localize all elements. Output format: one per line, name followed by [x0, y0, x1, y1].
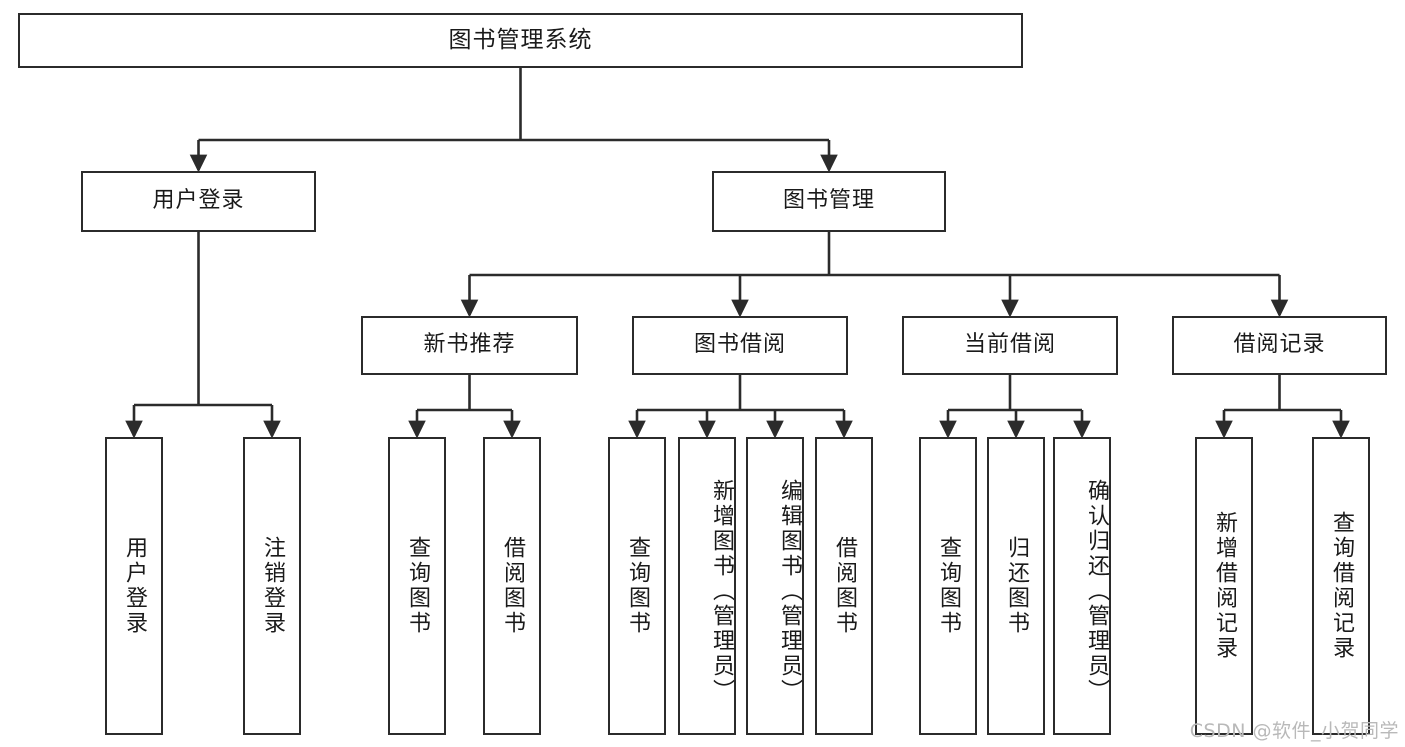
node-l-addrec[interactable]: 新增借阅记录 [1195, 437, 1253, 735]
node-label: 用户登录 [152, 188, 245, 214]
node-l-b1[interactable]: 借阅图书 [483, 437, 541, 735]
node-label: 确认归还（管理员） [1084, 478, 1109, 704]
node-l-edit[interactable]: 编辑图书（管理员） [746, 437, 804, 735]
node-bookmgmt[interactable]: 图书管理 [712, 171, 946, 232]
node-l-confirm[interactable]: 确认归还（管理员） [1053, 437, 1111, 735]
node-label: 当前借阅 [963, 332, 1056, 358]
node-label: 新增图书（管理员） [709, 478, 734, 704]
node-label: 借阅记录 [1233, 332, 1326, 358]
node-l-add[interactable]: 新增图书（管理员） [678, 437, 736, 735]
node-label: 查询图书 [404, 536, 430, 636]
node-newrec[interactable]: 新书推荐 [361, 316, 578, 375]
node-l-q3[interactable]: 查询图书 [919, 437, 977, 735]
node-l-b2[interactable]: 借阅图书 [815, 437, 873, 735]
node-records[interactable]: 借阅记录 [1172, 316, 1387, 375]
node-label: 查询图书 [624, 536, 650, 636]
node-root[interactable]: 图书管理系统 [18, 13, 1023, 68]
watermark-label: CSDN @软件_小贺同学 [1189, 720, 1399, 742]
node-label: 新书推荐 [423, 332, 516, 358]
node-l-qrec[interactable]: 查询借阅记录 [1312, 437, 1370, 735]
node-login[interactable]: 用户登录 [81, 171, 316, 232]
node-l-q1[interactable]: 查询图书 [388, 437, 446, 735]
node-label: 图书管理系统 [448, 26, 593, 53]
node-label: 图书借阅 [693, 332, 786, 358]
node-l-return[interactable]: 归还图书 [987, 437, 1045, 735]
node-label: 新增借阅记录 [1211, 511, 1237, 661]
node-l-q2[interactable]: 查询图书 [608, 437, 666, 735]
node-label: 借阅图书 [499, 536, 525, 636]
node-current[interactable]: 当前借阅 [902, 316, 1118, 375]
node-label: 借阅图书 [831, 536, 857, 636]
node-label: 查询图书 [935, 536, 961, 636]
node-l-logout[interactable]: 注销登录 [243, 437, 301, 735]
node-label: 查询借阅记录 [1328, 511, 1354, 661]
node-borrow[interactable]: 图书借阅 [632, 316, 848, 375]
node-label: 注销登录 [259, 536, 285, 636]
node-label: 编辑图书（管理员） [777, 478, 802, 704]
node-label: 图书管理 [782, 188, 875, 214]
node-label: 归还图书 [1003, 536, 1029, 636]
node-l-login[interactable]: 用户登录 [105, 437, 163, 735]
node-label: 用户登录 [121, 536, 147, 636]
